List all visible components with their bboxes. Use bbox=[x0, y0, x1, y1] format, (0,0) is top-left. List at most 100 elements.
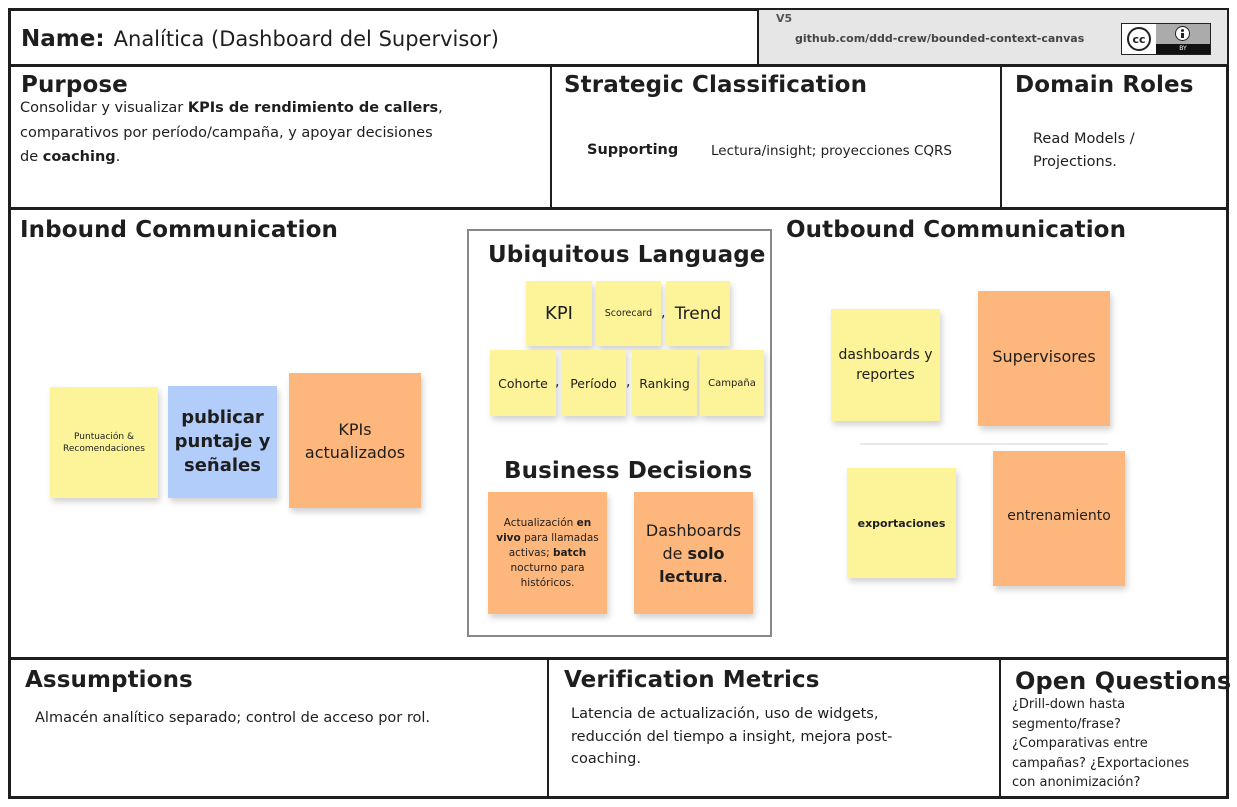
decision-update-mode-text: Actualización en vivo para llamadas acti… bbox=[492, 516, 603, 591]
verification-line-3: coaching. bbox=[571, 751, 641, 767]
term-periodo[interactable]: Período bbox=[561, 350, 626, 416]
by-bar: BY bbox=[1156, 44, 1210, 54]
name-field: Name: Analítica (Dashboard del Superviso… bbox=[21, 26, 499, 52]
ubiquitous-title: Ubiquitous Language bbox=[488, 242, 766, 268]
d1-e: nocturno para históricos. bbox=[510, 561, 585, 589]
d1-a: Actualización bbox=[503, 516, 577, 529]
purpose-line-1-post: , bbox=[438, 100, 443, 116]
term-scorecard-text: Scorecard bbox=[604, 308, 653, 319]
purpose-line-3-pre: de bbox=[20, 149, 43, 165]
assumptions-title: Assumptions bbox=[25, 667, 193, 693]
inbound-title: Inbound Communication bbox=[20, 217, 338, 243]
strategic-type: Supporting bbox=[587, 142, 679, 158]
divider-verification bbox=[999, 657, 1001, 799]
person-head bbox=[1180, 28, 1184, 32]
inbound-sticky-command[interactable]: publicar puntaje y señales bbox=[168, 386, 277, 498]
outbound-sticky-exportaciones-text: exportaciones bbox=[857, 516, 946, 530]
context-name: Analítica (Dashboard del Supervisor) bbox=[113, 27, 499, 51]
inbound-sticky-scoring[interactable]: Puntuación & Recomendaciones bbox=[50, 387, 158, 498]
divider-top-row bbox=[8, 207, 1229, 210]
d2-c: . bbox=[722, 566, 728, 586]
open-questions-line-5: con anonimización? bbox=[1012, 775, 1141, 790]
outbound-title: Outbound Communication bbox=[786, 217, 1127, 243]
cc-text: cc bbox=[1132, 32, 1146, 46]
cc-license-badge: cc BY bbox=[1121, 23, 1211, 55]
verification-title: Verification Metrics bbox=[564, 667, 820, 693]
verification-text: Latencia de actualización, uso de widget… bbox=[571, 703, 892, 771]
domain-roles-title: Domain Roles bbox=[1015, 72, 1194, 98]
canvas-frame bbox=[8, 8, 1229, 799]
purpose-line-2: comparativos por período/campaña, y apoy… bbox=[20, 124, 433, 141]
d1-live: en vivo bbox=[496, 516, 592, 544]
divider-strategic bbox=[1000, 64, 1002, 209]
purpose-line-1-pre: Consolidar y visualizar bbox=[20, 100, 188, 116]
decision-read-only[interactable]: Dashboards de solo lectura. bbox=[634, 492, 753, 614]
term-separator: , bbox=[661, 305, 666, 321]
term-cohorte[interactable]: Cohorte bbox=[490, 350, 556, 416]
outbound-sticky-exportaciones[interactable]: exportaciones bbox=[847, 468, 956, 578]
purpose-text: Consolidar y visualizar KPIs de rendimie… bbox=[20, 96, 545, 170]
term-campana-text: Campaña bbox=[708, 377, 756, 389]
purpose-line-3-post: . bbox=[115, 149, 121, 165]
term-separator: , bbox=[555, 374, 560, 390]
verification-line-1: Latencia de actualización, uso de widget… bbox=[571, 706, 879, 722]
decision-update-mode[interactable]: Actualización en vivo para llamadas acti… bbox=[488, 492, 607, 614]
d2-read-only: solo lectura bbox=[659, 543, 725, 586]
term-trend[interactable]: Trend bbox=[666, 281, 730, 346]
by-section: BY bbox=[1156, 24, 1210, 54]
domain-roles-line-2: Projections. bbox=[1033, 154, 1117, 170]
term-kpi[interactable]: KPI bbox=[526, 281, 592, 346]
divider-assumptions bbox=[547, 657, 549, 799]
strategic-title: Strategic Classification bbox=[564, 72, 868, 98]
term-periodo-text: Período bbox=[570, 375, 617, 391]
divider-bottom-row bbox=[8, 657, 1229, 660]
business-title: Business Decisions bbox=[504, 458, 753, 484]
open-questions-line-2: segmento/frase? bbox=[1012, 716, 1121, 732]
name-label: Name: bbox=[21, 26, 105, 52]
purpose-coaching: coaching bbox=[42, 149, 116, 165]
purpose-line-3: de coaching. bbox=[20, 145, 545, 170]
version-label: V5 bbox=[776, 12, 793, 25]
term-ranking-text: Ranking bbox=[639, 375, 690, 391]
open-questions-title: Open Questions bbox=[1015, 667, 1232, 695]
inbound-sticky-event[interactable]: KPIs actualizados bbox=[289, 373, 421, 508]
term-cohorte-text: Cohorte bbox=[498, 375, 548, 391]
decision-read-only-text: Dashboards de solo lectura. bbox=[638, 519, 749, 588]
term-scorecard[interactable]: Scorecard bbox=[596, 281, 661, 346]
verification-line-2: reducción del tiempo a insight, mejora p… bbox=[571, 728, 893, 745]
person-icon bbox=[1175, 26, 1190, 41]
purpose-line-1: Consolidar y visualizar KPIs de rendimie… bbox=[20, 96, 545, 121]
language-decisions-box bbox=[467, 229, 772, 637]
d1-batch: batch bbox=[552, 546, 587, 559]
open-questions-line-3: ¿Comparativas entre bbox=[1012, 736, 1148, 751]
d1-c: para llamadas activas; bbox=[508, 531, 599, 559]
inbound-sticky-event-text: KPIs actualizados bbox=[304, 419, 406, 462]
domain-roles-text: Read Models / Projections. bbox=[1033, 128, 1135, 174]
open-questions-line-1: ¿Drill-down hasta bbox=[1012, 697, 1126, 712]
divider-header-link bbox=[757, 8, 759, 65]
term-kpi-text: KPI bbox=[545, 303, 573, 324]
inbound-sticky-scoring-text: Puntuación & Recomendaciones bbox=[63, 431, 145, 454]
term-campana[interactable]: Campaña bbox=[700, 350, 764, 416]
outbound-sticky-entrenamiento[interactable]: entrenamiento bbox=[993, 451, 1125, 586]
outbound-sticky-dashboards-text: dashboards y reportes bbox=[838, 347, 933, 383]
term-ranking[interactable]: Ranking bbox=[632, 350, 697, 416]
purpose-kpis: KPIs de rendimiento de callers bbox=[187, 100, 439, 116]
outbound-sticky-dashboards[interactable]: dashboards y reportes bbox=[831, 309, 940, 421]
outbound-sticky-entrenamiento-text: entrenamiento bbox=[1007, 508, 1111, 524]
open-questions-line-4: campañas? ¿Exportaciones bbox=[1012, 755, 1190, 771]
purpose-title: Purpose bbox=[21, 72, 128, 98]
term-trend-text: Trend bbox=[674, 303, 722, 324]
outbound-connector-line bbox=[860, 443, 1108, 445]
cc-icon: cc bbox=[1122, 24, 1156, 54]
outbound-sticky-supervisores[interactable]: Supervisores bbox=[978, 291, 1110, 426]
d2-a: Dashboards de bbox=[645, 520, 742, 563]
term-separator: , bbox=[626, 374, 631, 390]
open-questions-text: ¿Drill-down hasta segmento/frase? ¿Compa… bbox=[1012, 695, 1189, 793]
divider-header bbox=[8, 64, 1229, 67]
cc-circle: cc bbox=[1127, 27, 1151, 51]
domain-roles-line-1: Read Models / bbox=[1033, 131, 1135, 147]
inbound-sticky-command-text: publicar puntaje y señales bbox=[174, 407, 271, 476]
canvas-link[interactable]: github.com/ddd-crew/bounded-context-canv… bbox=[795, 32, 1085, 45]
divider-purpose bbox=[550, 64, 552, 209]
